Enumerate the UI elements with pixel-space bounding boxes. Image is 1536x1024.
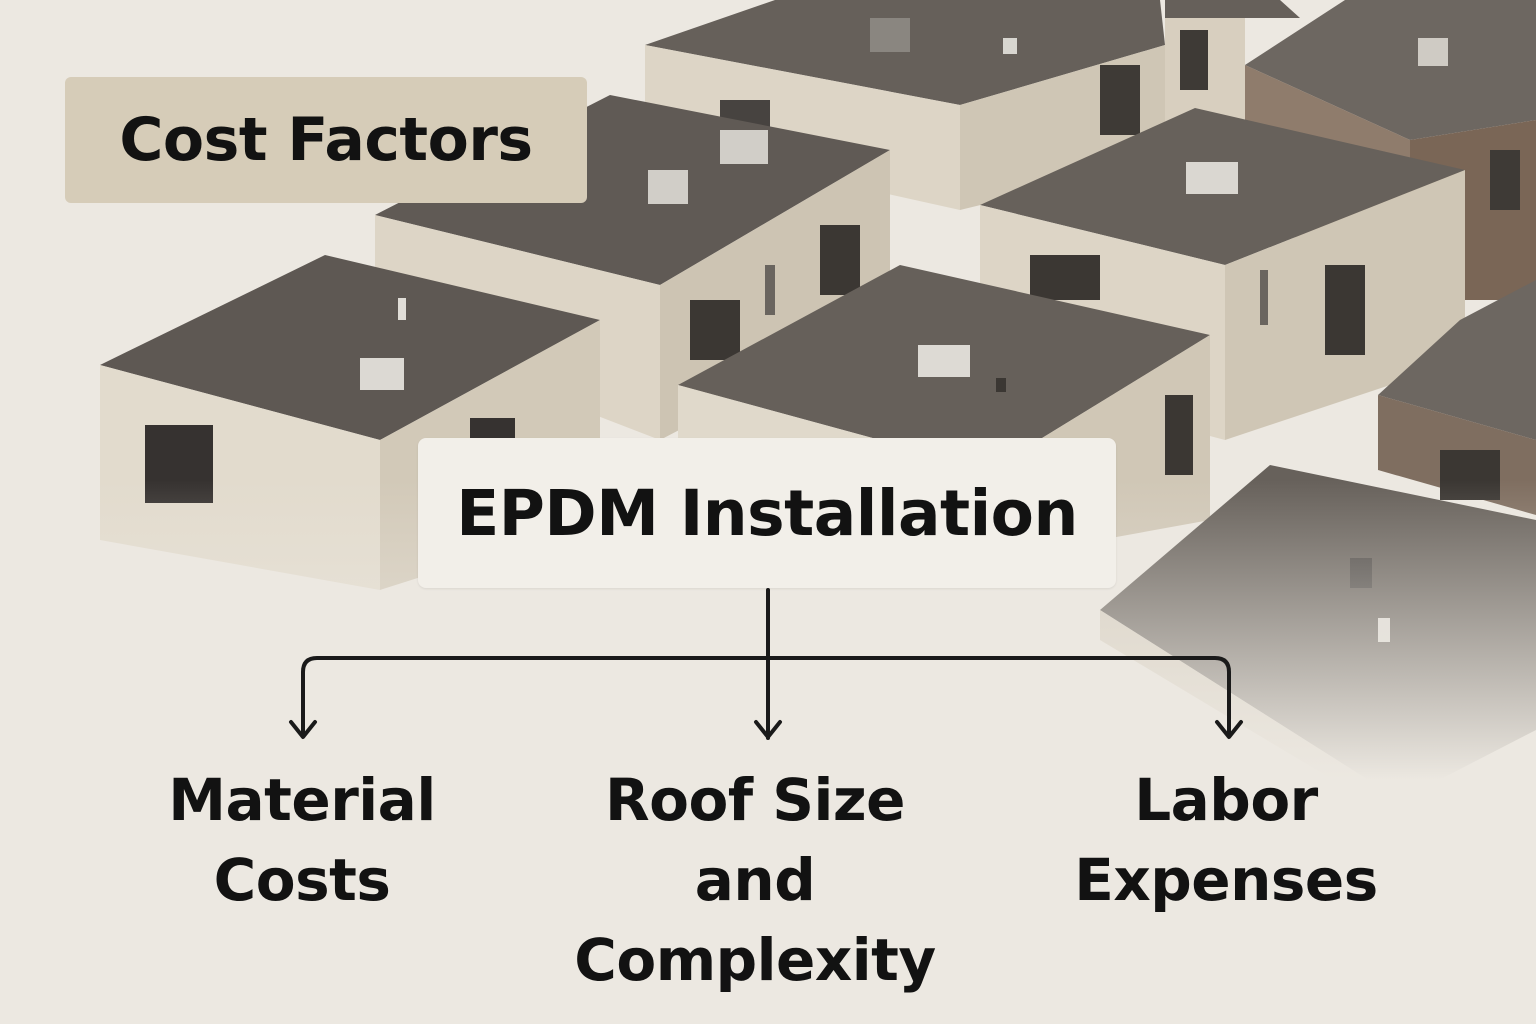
child-node-labor-expenses: Labor Expenses — [976, 760, 1476, 920]
child-node-material-costs: Material Costs — [52, 760, 552, 920]
root-node: EPDM Installation — [418, 438, 1116, 588]
root-node-label: EPDM Installation — [456, 476, 1078, 550]
cost-factors-title-badge: Cost Factors — [65, 77, 587, 203]
child-label-line2: Expenses — [1074, 846, 1378, 914]
child-label-line2: Costs — [213, 846, 391, 914]
child-label-line1: Labor — [1134, 766, 1318, 834]
tree-connectors — [289, 588, 1243, 740]
child-label-line2: and Complexity — [574, 846, 936, 994]
page-title: Cost Factors — [119, 105, 533, 175]
child-label-line1: Roof Size — [604, 766, 906, 834]
child-node-roof-size: Roof Size and Complexity — [505, 760, 1005, 1000]
child-label-line1: Material — [168, 766, 436, 834]
